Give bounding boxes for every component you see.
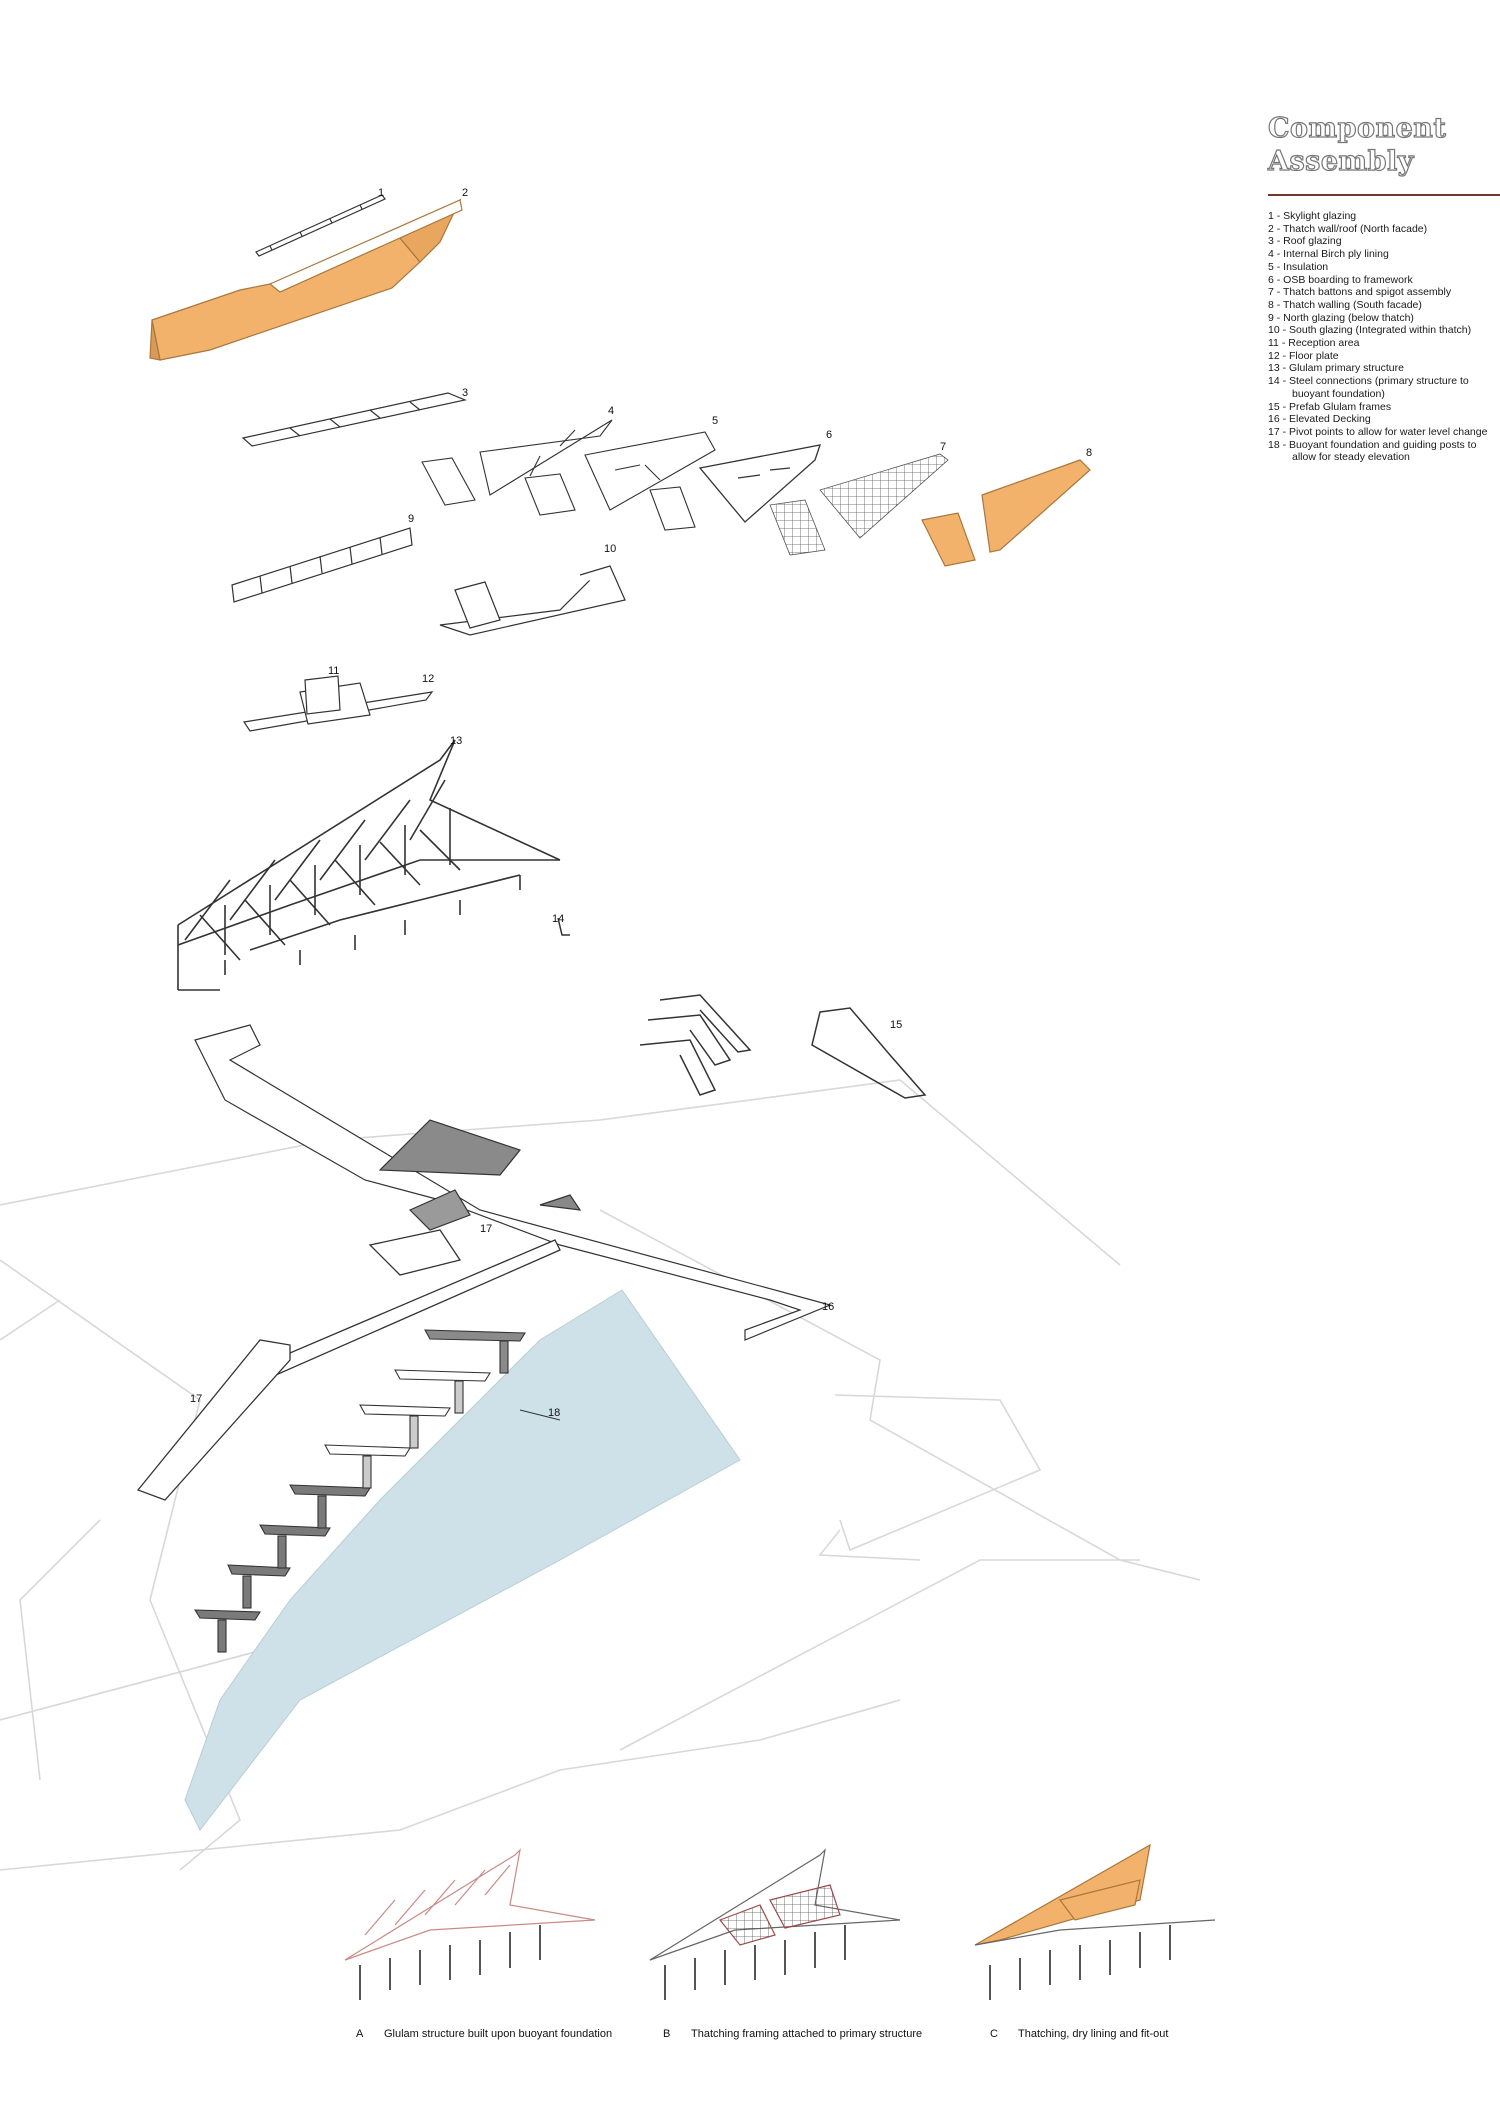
label-17-upper: 17 (480, 1223, 492, 1235)
label-2: 2 (462, 187, 468, 199)
steel-connection (557, 917, 570, 936)
label-5: 5 (712, 415, 718, 427)
label-10: 10 (604, 543, 616, 555)
insulation (584, 431, 716, 531)
label-13: 13 (450, 735, 462, 747)
label-1: 1 (378, 187, 384, 199)
legend-item: 18 - Buoyant foundation and guiding post… (1268, 438, 1477, 451)
caption-b-letter: B (663, 2028, 671, 2040)
legend-item: 7 - Thatch battons and spigot assembly (1268, 286, 1452, 299)
caption-a-letter: A (356, 2028, 364, 2040)
thatch-south-wall (921, 459, 1091, 567)
legend-item: 6 - OSB boarding to framework (1268, 273, 1413, 286)
stage-c-drawing (974, 1843, 1216, 2000)
caption-c-text: Thatching, dry lining and fit-out (1018, 2028, 1169, 2040)
legend-item: 12 - Floor plate (1268, 349, 1339, 362)
north-glazing (231, 527, 413, 603)
stage-a-drawing (344, 1848, 596, 2000)
label-14: 14 (552, 913, 564, 925)
label-11: 11 (328, 665, 339, 677)
legend-item: 9 - North glazing (below thatch) (1268, 311, 1414, 324)
legend-item: 5 - Insulation (1268, 260, 1329, 273)
roof-glazing (241, 392, 468, 447)
buoyant-foundation (193, 1329, 561, 1653)
prefab-glulam-frames (639, 994, 927, 1099)
osb-boarding (698, 444, 821, 523)
label-16: 16 (822, 1301, 834, 1313)
label-17-lower: 17 (190, 1393, 202, 1405)
legend-item: 15 - Prefab Glulam frames (1268, 400, 1392, 413)
label-3: 3 (462, 387, 468, 399)
thatch-north-roof (149, 198, 463, 361)
label-8: 8 (1086, 447, 1092, 459)
water-channel (184, 1289, 741, 1831)
legend-item: 11 - Reception area (1268, 337, 1360, 350)
title-line-1: Component (1267, 112, 1447, 144)
legend-item: 2 - Thatch wall/roof (North facade) (1268, 222, 1428, 235)
caption-c: C Thatching, dry lining and fit-out (990, 2028, 1168, 2040)
label-4: 4 (608, 405, 614, 417)
legend-item: 17 - Pivot points to allow for water lev… (1268, 425, 1488, 438)
legend-item: 4 - Internal Birch ply lining (1268, 248, 1389, 261)
skylight-glazing (255, 194, 386, 257)
label-9: 9 (408, 513, 414, 525)
label-6: 6 (826, 429, 832, 441)
thatch-battens (769, 453, 949, 556)
label-7: 7 (940, 441, 946, 453)
label-12: 12 (422, 673, 434, 685)
site-context (0, 1079, 1201, 1871)
stage-b-drawing (649, 1848, 901, 2000)
page-title: Component Assembly (1267, 112, 1447, 178)
caption-c-letter: C (990, 2028, 998, 2040)
legend-item-continued: buoyant foundation) (1292, 387, 1385, 400)
component-numbers: 1 2 3 4 5 6 7 8 9 10 11 12 13 14 15 16 1… (190, 187, 1092, 1419)
title-line-2: Assembly (1267, 145, 1414, 177)
legend-item: 14 - Steel connections (primary structur… (1268, 375, 1469, 388)
legend-item: 3 - Roof glazing (1268, 235, 1342, 248)
legend-item: 1 - Skylight glazing (1268, 210, 1357, 222)
legend-item-continued: allow for steady elevation (1292, 451, 1410, 464)
label-15: 15 (890, 1019, 902, 1031)
caption-a-text: Glulam structure built upon buoyant foun… (384, 2028, 613, 2040)
birch-ply-lining (421, 419, 613, 516)
caption-a: A Glulam structure built upon buoyant fou… (356, 2028, 612, 2040)
title-rule (1268, 194, 1500, 196)
floor-plate (242, 675, 434, 732)
glulam-primary-structure (177, 739, 561, 991)
caption-b: B Thatching framing attached to primary s… (663, 2028, 922, 2040)
label-18: 18 (548, 1407, 560, 1419)
legend-item: 16 - Elevated Decking (1268, 413, 1371, 426)
elevated-decking (194, 1024, 832, 1341)
south-glazing (439, 565, 627, 636)
caption-b-text: Thatching framing attached to primary st… (691, 2028, 923, 2040)
legend-item: 13 - Glulam primary structure (1268, 362, 1404, 375)
legend-item: 10 - South glazing (Integrated within th… (1268, 324, 1472, 337)
legend-item: 8 - Thatch walling (South facade) (1268, 298, 1422, 311)
pivot-rail (136, 1229, 561, 1501)
